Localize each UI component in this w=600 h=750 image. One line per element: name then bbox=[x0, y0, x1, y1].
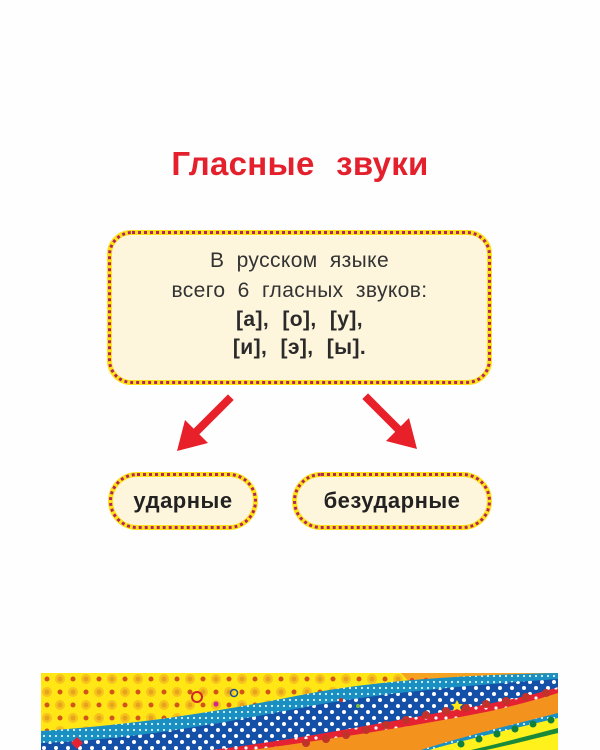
bottom-decorative-strip bbox=[41, 673, 558, 750]
arrow-down-left-icon bbox=[177, 394, 234, 451]
info-line-1: В русском языке bbox=[209, 249, 390, 272]
info-line-2: всего 6 гласных звуков: bbox=[171, 279, 428, 302]
unstressed-label-text: безударные bbox=[323, 488, 461, 513]
stressed-label-text: ударные bbox=[133, 488, 233, 513]
arrow-down-right-icon bbox=[362, 393, 417, 449]
page-title: Гласные звуки bbox=[171, 145, 429, 182]
vowel-sounds-line-2: [и], [э], [ы]. bbox=[232, 336, 367, 359]
stressed-vowels-label: ударные bbox=[108, 472, 258, 530]
unstressed-vowels-label: безударные bbox=[292, 472, 492, 530]
vowel-sounds-line-1: [а], [о], [у], bbox=[236, 308, 363, 331]
info-box: В русском языке всего 6 гласных звуков: … bbox=[107, 230, 492, 385]
